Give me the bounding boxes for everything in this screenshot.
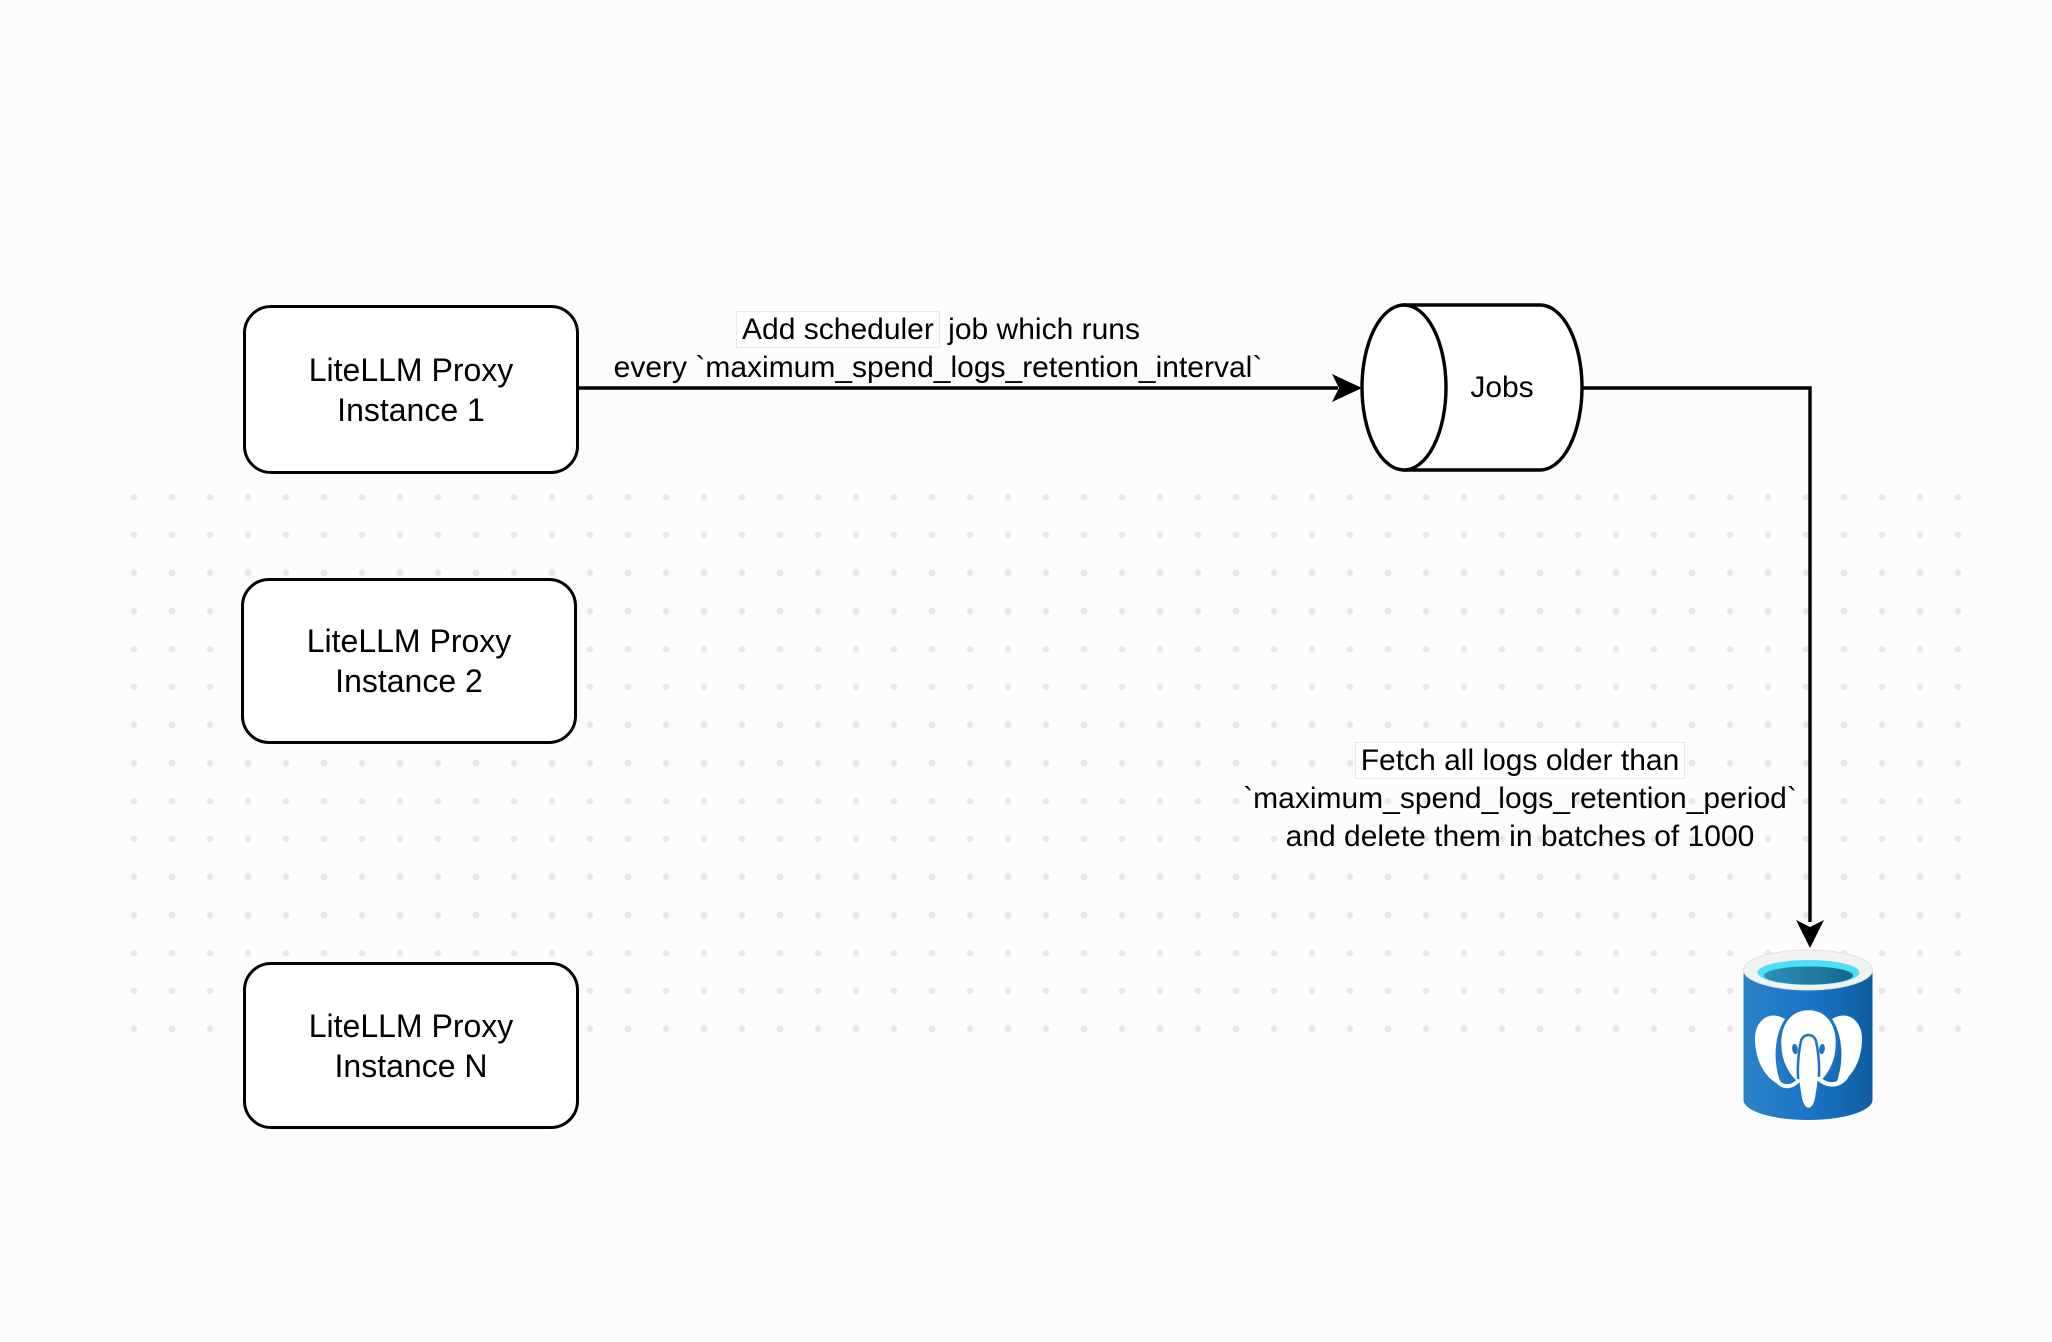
postgres-elephant (1754, 1007, 1863, 1111)
edge-label-fetch-line2: `maximum_spend_logs_retention_period` (1243, 782, 1797, 815)
edge-label-fetch-line1: Fetch all logs older than (1170, 742, 1870, 780)
node-label-line1: LiteLLM Proxy (308, 1007, 514, 1044)
node-label-line1: LiteLLM Proxy (306, 623, 512, 659)
node-label-line2: Instance N (334, 1047, 488, 1084)
edge-label-scheduler-line1-rest: job which runs (939, 313, 1140, 346)
edge-fetch-arrow (1582, 386, 1824, 948)
edge-scheduler-arrow (573, 374, 1362, 402)
node-label-line2: Instance 1 (337, 391, 485, 428)
node-litellm-proxy-instance-n: LiteLLM Proxy Instance N (243, 962, 579, 1129)
postgres-cylinder-inner-pool (1764, 966, 1853, 985)
edge-label-scheduler-line2: every `maximum_spend_logs_retention_inte… (613, 351, 1263, 384)
jobs-queue-cylinder (1360, 303, 1584, 472)
node-litellm-proxy-instance-2: LiteLLM Proxy Instance 2 (241, 578, 577, 744)
node-label-line1: LiteLLM Proxy (308, 351, 514, 388)
jobs-node-label: Jobs (1470, 371, 1534, 404)
node-litellm-proxy-instance-1: LiteLLM Proxy Instance 1 (243, 305, 579, 474)
edge-label-scheduler: Add scheduler job which runs every `maxi… (588, 311, 1288, 387)
postgresql-icon (1743, 949, 1873, 1120)
edge-label-scheduler-line1: Add scheduler job which runs (588, 311, 1288, 349)
edge-label-scheduler-highlight: Add scheduler (736, 311, 940, 348)
edge-label-fetch-line3: and delete them in batches of 1000 (1285, 820, 1755, 853)
node-label-line2: Instance 2 (335, 663, 483, 699)
edge-label-fetch-line1-text: Fetch all logs older than (1354, 742, 1686, 779)
edge-label-fetch: Fetch all logs older than `maximum_spend… (1170, 742, 1870, 856)
